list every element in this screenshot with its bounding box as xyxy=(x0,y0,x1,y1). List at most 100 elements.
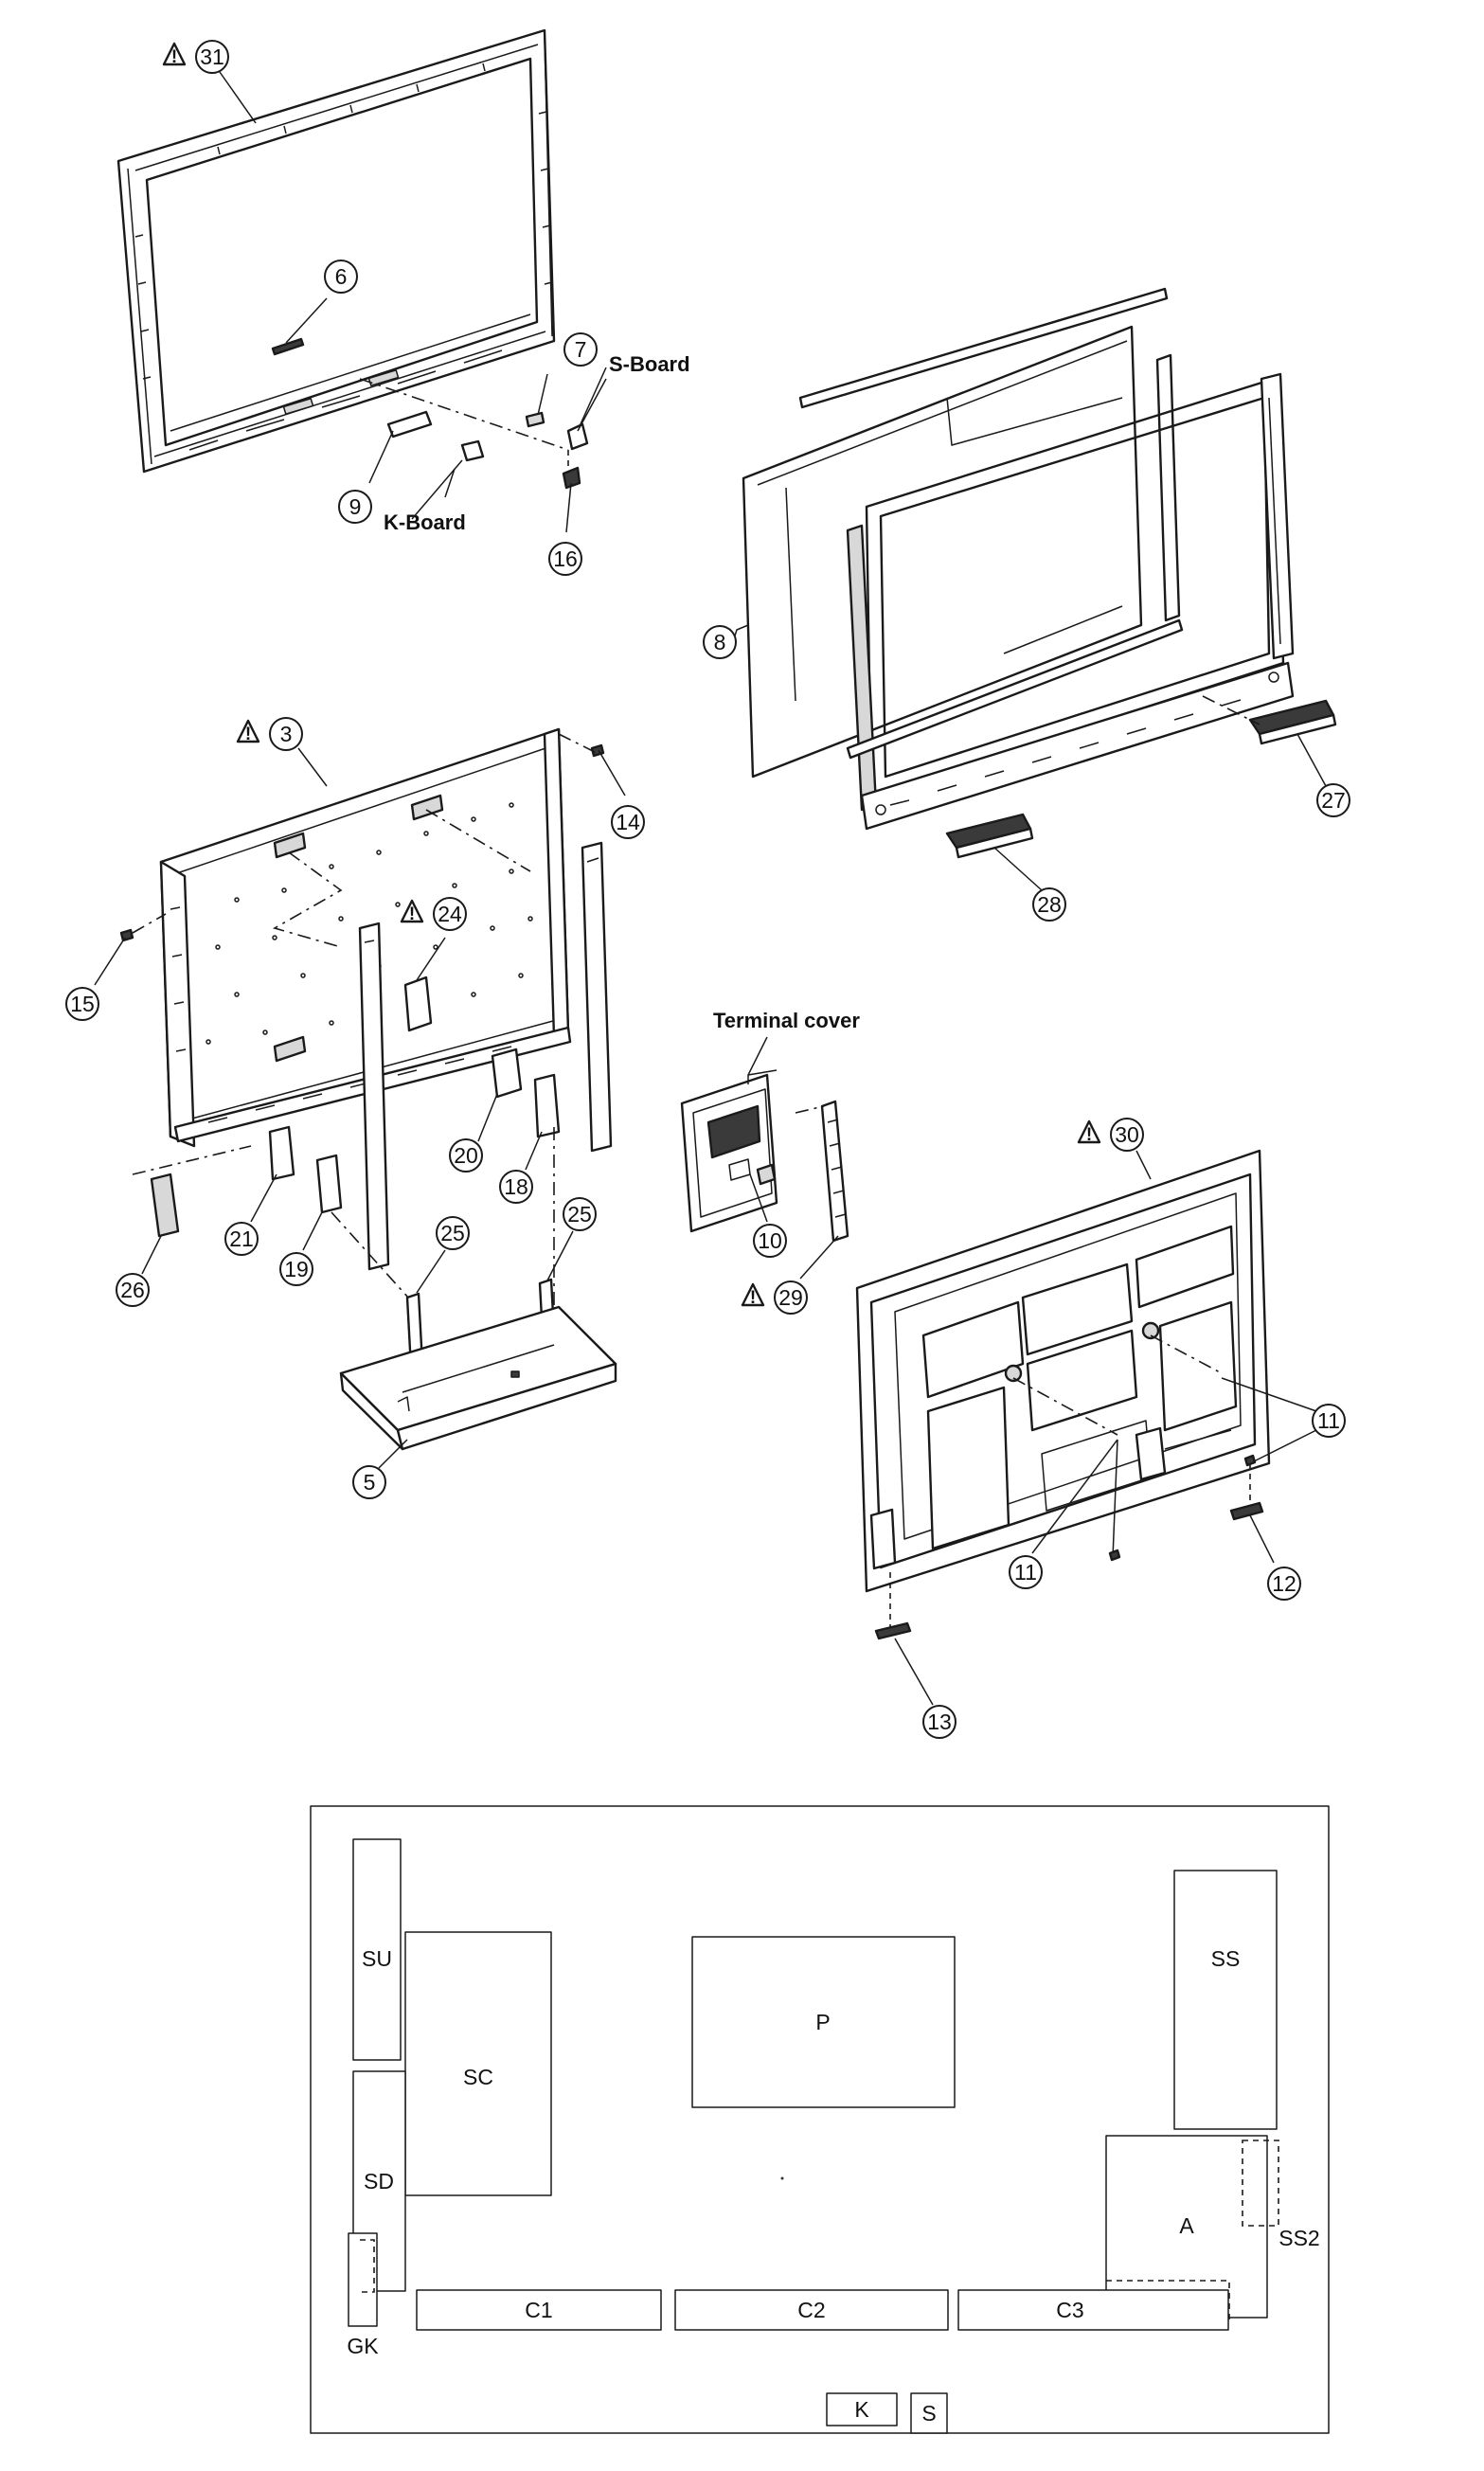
warning-icon-31: ! xyxy=(162,42,187,67)
warning-icon-29: ! xyxy=(741,1282,765,1308)
svg-text:!: ! xyxy=(750,1288,756,1308)
rear-cover-part-30 xyxy=(855,1149,1317,1706)
svg-text:6: 6 xyxy=(335,264,348,289)
stand-brackets-parts-18-21 xyxy=(250,1047,561,1251)
svg-text:!: ! xyxy=(171,47,177,67)
board-sc-label: SC xyxy=(463,2065,493,2089)
svg-text:18: 18 xyxy=(504,1174,528,1199)
board-gk-label: GK xyxy=(347,2334,379,2358)
board-ss2 xyxy=(1242,2140,1279,2227)
callout-10: 10 xyxy=(753,1224,787,1258)
foot-part-27 xyxy=(1202,695,1337,787)
callout-5: 5 xyxy=(352,1465,386,1499)
k-board-part-9 xyxy=(368,410,485,498)
svg-text:13: 13 xyxy=(927,1710,952,1734)
svg-text:20: 20 xyxy=(454,1143,478,1168)
svg-text:12: 12 xyxy=(1272,1571,1296,1596)
svg-text:!: ! xyxy=(1086,1125,1092,1145)
board-c2-label: C2 xyxy=(797,2298,825,2322)
svg-text:30: 30 xyxy=(1115,1122,1139,1147)
front-cabinet-part-31 xyxy=(116,28,556,474)
callout-28: 28 xyxy=(1032,887,1066,922)
board-a xyxy=(1105,2135,1268,2319)
chassis-part-3 xyxy=(94,727,626,1275)
k-board-label: K-Board xyxy=(384,510,466,534)
stand-base-part-5 xyxy=(331,1127,617,1469)
callout-20: 20 xyxy=(449,1138,483,1173)
warning-icon-3: ! xyxy=(236,719,260,744)
callout-31: 31 xyxy=(195,40,229,74)
board-layout: SU SC SD GK P SS A SS2 C1 C2 C3 K xyxy=(310,1805,1330,2434)
board-c2 xyxy=(674,2289,949,2331)
callout-16: 16 xyxy=(548,542,582,576)
board-k xyxy=(826,2392,898,2426)
board-s-label: S xyxy=(921,2401,936,2426)
callout-6: 6 xyxy=(324,260,358,294)
svg-text:31: 31 xyxy=(200,45,224,69)
s-board-label: S-Board xyxy=(609,352,690,376)
callout-13: 13 xyxy=(922,1705,957,1739)
board-c1-label: C1 xyxy=(525,2298,552,2322)
board-gk xyxy=(348,2232,378,2327)
board-c3 xyxy=(957,2289,1229,2331)
svg-text:19: 19 xyxy=(284,1257,309,1281)
board-k-label: K xyxy=(854,2397,869,2422)
terminal-cover-part-10 xyxy=(680,1069,778,1233)
callout-12: 12 xyxy=(1267,1567,1301,1601)
callout-14: 14 xyxy=(611,805,645,839)
indicator-part-6 xyxy=(271,297,328,356)
board-c1 xyxy=(416,2289,662,2331)
callout-15: 15 xyxy=(65,987,99,1021)
callout-9: 9 xyxy=(338,490,372,524)
board-a-label: A xyxy=(1179,2213,1194,2238)
board-sc xyxy=(404,1931,552,2196)
svg-text:15: 15 xyxy=(70,992,95,1016)
svg-text:27: 27 xyxy=(1321,788,1346,813)
svg-text:11: 11 xyxy=(1317,1408,1340,1433)
callout-11-right: 11 xyxy=(1312,1404,1346,1438)
callout-27: 27 xyxy=(1316,783,1350,817)
warning-icon-24: ! xyxy=(400,899,424,924)
terminal-cover-label: Terminal cover xyxy=(713,1009,860,1032)
svg-text:8: 8 xyxy=(714,630,726,654)
callout-24: 24 xyxy=(433,897,467,931)
board-ss-label: SS xyxy=(1211,1946,1241,1971)
k-board-leader xyxy=(411,459,463,520)
svg-text:10: 10 xyxy=(758,1228,782,1253)
callout-8: 8 xyxy=(703,625,737,659)
svg-text:7: 7 xyxy=(575,337,587,362)
svg-text:3: 3 xyxy=(280,722,293,746)
svg-text:21: 21 xyxy=(229,1227,254,1251)
board-p-label: P xyxy=(815,2010,830,2034)
board-su xyxy=(352,1838,402,2061)
board-su-label: SU xyxy=(362,1946,392,1971)
callout-21: 21 xyxy=(224,1222,259,1256)
svg-text:25: 25 xyxy=(440,1221,465,1245)
board-ss2-label: SS2 xyxy=(1278,2226,1319,2250)
svg-text:5: 5 xyxy=(364,1470,376,1495)
foot-part-28 xyxy=(945,813,1043,891)
svg-text:9: 9 xyxy=(349,494,362,519)
svg-text:!: ! xyxy=(245,725,251,744)
board-sd-label: SD xyxy=(364,2169,394,2193)
svg-text:28: 28 xyxy=(1037,892,1062,917)
svg-text:11: 11 xyxy=(1014,1560,1037,1585)
terminal-bracket-part-29 xyxy=(795,1100,849,1280)
callout-29: 29 xyxy=(774,1280,808,1315)
svg-text:!: ! xyxy=(409,904,415,924)
s-board-leader xyxy=(579,367,607,427)
callout-26: 26 xyxy=(116,1273,150,1307)
callout-30: 30 xyxy=(1110,1118,1144,1152)
callout-25-right: 25 xyxy=(563,1197,597,1231)
svg-text:24: 24 xyxy=(438,902,462,926)
callout-25-left: 25 xyxy=(436,1216,470,1250)
svg-text:14: 14 xyxy=(616,810,640,834)
svg-text:26: 26 xyxy=(120,1278,145,1302)
board-p xyxy=(691,1936,956,2108)
board-ss xyxy=(1173,1870,1278,2130)
svg-text:29: 29 xyxy=(778,1285,803,1310)
warning-icon-30: ! xyxy=(1077,1119,1101,1145)
callout-11-left: 11 xyxy=(1009,1555,1043,1589)
